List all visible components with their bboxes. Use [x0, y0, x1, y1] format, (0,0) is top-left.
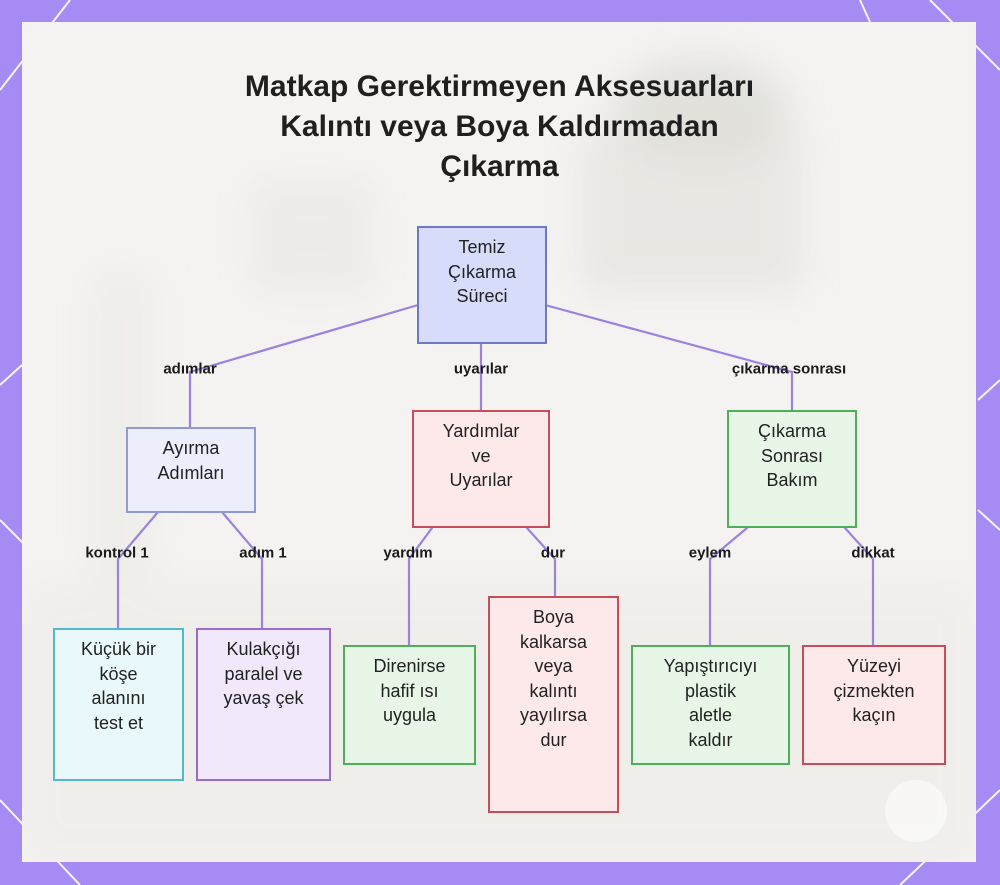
node-stop-line: kalkarsa	[520, 630, 587, 655]
node-apply-heat: Direnirse hafif ısı uygula	[343, 645, 476, 765]
node-test-corner-line: köşe	[81, 662, 156, 687]
node-remove-adhesive-line: Yapıştırıcıyı	[664, 654, 758, 679]
watermark-logo	[885, 780, 947, 842]
node-stop-line: Boya	[520, 605, 587, 630]
edge-label-warnings: uyarılar	[454, 361, 508, 378]
node-test-corner-line: Küçük bir	[81, 637, 156, 662]
node-stop-line: dur	[520, 728, 587, 753]
edge-label-action: eylem	[689, 545, 732, 562]
node-root-line: Çıkarma	[448, 260, 516, 285]
edge-label-steps: adımlar	[163, 361, 216, 378]
node-aftercare-line: Sonrası	[758, 444, 826, 469]
node-stop: Boya kalkarsa veya kalıntı yayılırsa dur	[488, 596, 619, 813]
edge-separation-pull	[222, 512, 262, 628]
node-tips-warnings: Yardımlar ve Uyarılar	[412, 410, 550, 528]
node-root-line: Temiz	[448, 235, 516, 260]
node-stop-line: kalıntı	[520, 679, 587, 704]
node-apply-heat-line: uygula	[373, 703, 445, 728]
node-avoid-scratch-line: Yüzeyi	[833, 654, 914, 679]
node-pull-slowly-line: yavaş çek	[223, 686, 303, 711]
edge-label-step1: adım 1	[239, 545, 287, 562]
edge-label-stop: dur	[541, 545, 565, 562]
edge-root-separation	[190, 305, 418, 427]
node-remove-adhesive-line: kaldır	[664, 728, 758, 753]
edge-label-caution: dikkat	[851, 545, 894, 562]
node-stop-line: yayılırsa	[520, 703, 587, 728]
node-root: Temiz Çıkarma Süreci	[417, 226, 547, 344]
node-aftercare-line: Bakım	[758, 468, 826, 493]
node-separation-line: Adımları	[157, 461, 224, 486]
node-remove-adhesive-line: plastik	[664, 679, 758, 704]
node-root-line: Süreci	[448, 284, 516, 309]
node-tips-line: ve	[443, 444, 520, 469]
node-pull-slowly-line: Kulakçığı	[223, 637, 303, 662]
edge-label-after-removal: çıkarma sonrası	[732, 361, 846, 378]
node-apply-heat-line: Direnirse	[373, 654, 445, 679]
node-separation-line: Ayırma	[157, 436, 224, 461]
node-aftercare-line: Çıkarma	[758, 419, 826, 444]
node-avoid-scratch-line: çizmekten	[833, 679, 914, 704]
node-remove-adhesive-line: aletle	[664, 703, 758, 728]
diagram-panel: Matkap Gerektirmeyen Aksesuarları Kalınt…	[22, 22, 976, 862]
node-tips-line: Uyarılar	[443, 468, 520, 493]
edge-label-check1: kontrol 1	[85, 545, 148, 562]
node-separation-steps: Ayırma Adımları	[126, 427, 256, 513]
node-tips-line: Yardımlar	[443, 419, 520, 444]
node-remove-adhesive: Yapıştırıcıyı plastik aletle kaldır	[631, 645, 790, 765]
node-test-corner-line: test et	[81, 711, 156, 736]
node-avoid-scratch: Yüzeyi çizmekten kaçın	[802, 645, 946, 765]
node-test-corner: Küçük bir köşe alanını test et	[53, 628, 184, 781]
edge-tips-stop	[527, 528, 555, 596]
node-avoid-scratch-line: kaçın	[833, 703, 914, 728]
node-pull-slowly: Kulakçığı paralel ve yavaş çek	[196, 628, 331, 781]
node-aftercare: Çıkarma Sonrası Bakım	[727, 410, 857, 528]
node-test-corner-line: alanını	[81, 686, 156, 711]
node-pull-slowly-line: paralel ve	[223, 662, 303, 687]
edge-label-help: yardım	[383, 545, 432, 562]
edge-root-aftercare	[545, 305, 792, 410]
node-stop-line: veya	[520, 654, 587, 679]
node-apply-heat-line: hafif ısı	[373, 679, 445, 704]
edge-separation-test	[118, 512, 158, 628]
